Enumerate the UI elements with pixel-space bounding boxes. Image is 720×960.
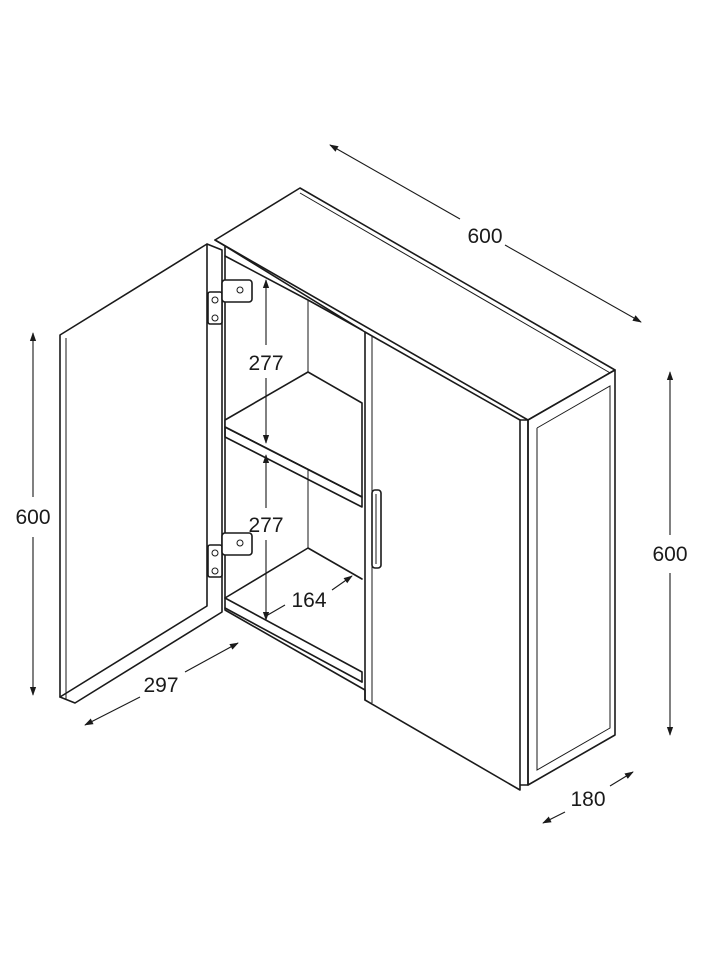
hinge-bottom-icon bbox=[207, 532, 253, 578]
door-handle bbox=[371, 489, 382, 569]
label-door-width: 297 bbox=[143, 674, 178, 697]
left-open-door bbox=[59, 243, 223, 704]
dimension-depth bbox=[542, 771, 634, 824]
label-depth: 180 bbox=[570, 788, 605, 811]
label-shelf-upper: 277 bbox=[248, 352, 283, 375]
label-height-right: 600 bbox=[652, 543, 687, 566]
right-side-panel bbox=[527, 369, 616, 786]
right-door bbox=[364, 331, 521, 791]
label-shelf-lower: 277 bbox=[248, 514, 283, 537]
dimension-width-top bbox=[329, 144, 642, 323]
hinge-top-icon bbox=[207, 279, 253, 325]
dimension-shelf-depth bbox=[265, 575, 353, 617]
label-height-left: 600 bbox=[15, 506, 50, 529]
label-shelf-depth: 164 bbox=[291, 589, 326, 612]
middle-shelf bbox=[224, 371, 363, 498]
cabinet-body bbox=[214, 187, 616, 791]
dimension-door-width bbox=[84, 642, 239, 726]
label-width-top: 600 bbox=[467, 225, 502, 248]
